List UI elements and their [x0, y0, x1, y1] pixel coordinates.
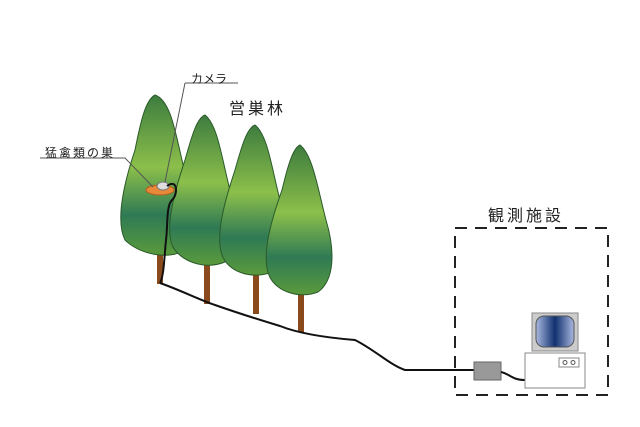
monitor-screen [535, 315, 575, 348]
ground-cable [159, 282, 476, 371]
tree-4 [265, 144, 333, 296]
camera-cable [159, 183, 177, 284]
camera [156, 181, 170, 191]
facility-label: 観測施設 [488, 206, 565, 225]
leader-lines [40, 82, 238, 188]
computer [524, 312, 586, 389]
trees [120, 94, 333, 296]
nest-label: 猛禽類の巣 [45, 146, 116, 160]
camera-label: カメラ [191, 72, 228, 86]
forest-label: 営巣林 [229, 99, 287, 118]
recorder-device [473, 361, 502, 381]
device-cable [500, 371, 526, 381]
